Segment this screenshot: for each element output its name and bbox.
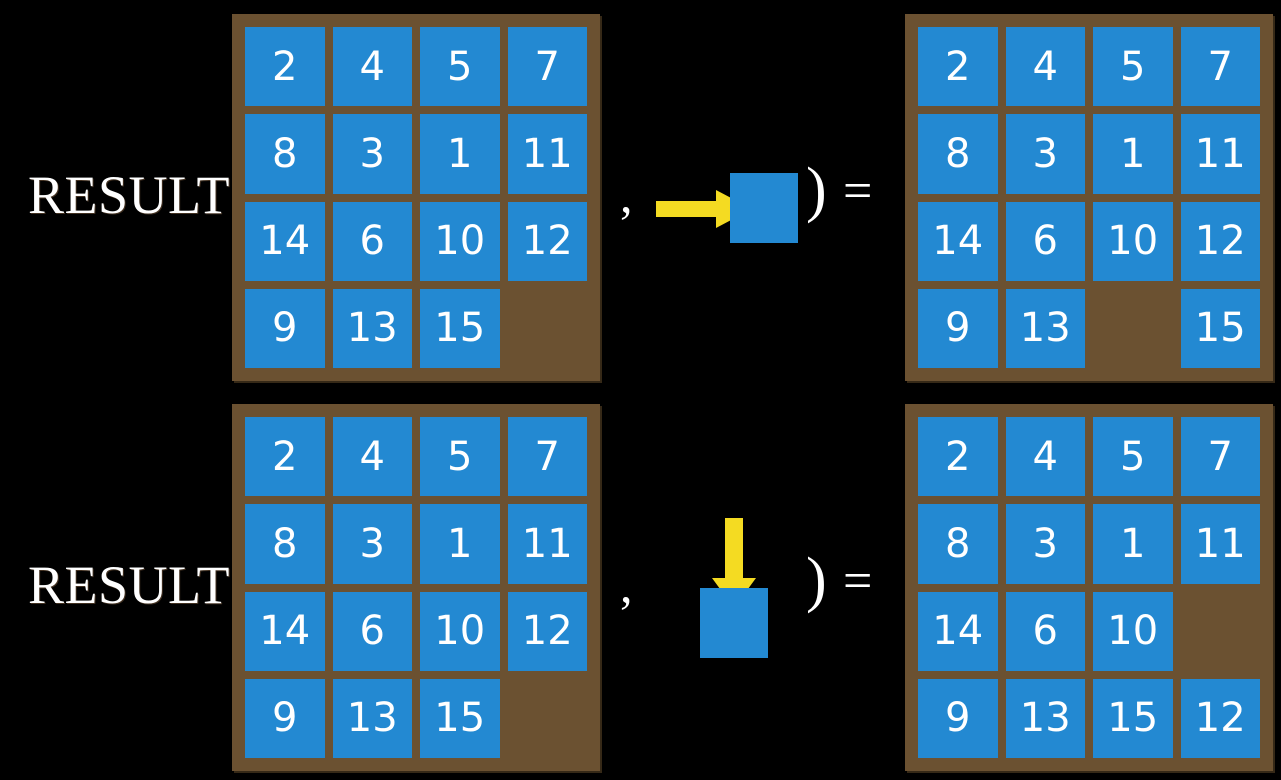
tile[interactable]: 15 [420, 678, 500, 758]
tile[interactable]: 1 [1093, 114, 1173, 194]
tile[interactable]: 3 [332, 114, 412, 194]
tile[interactable]: 9 [245, 678, 325, 758]
equals-sign: = [843, 162, 873, 220]
tile[interactable]: 12 [1180, 201, 1260, 281]
tile[interactable]: 11 [1180, 114, 1260, 194]
arrow-down-icon [712, 518, 756, 608]
tile[interactable]: 9 [245, 288, 325, 368]
tile[interactable]: 6 [332, 591, 412, 671]
tile[interactable]: 1 [420, 504, 500, 584]
tile[interactable]: 3 [1005, 504, 1085, 584]
tile[interactable]: 10 [420, 591, 500, 671]
tile[interactable]: 9 [918, 678, 998, 758]
equation-row-bottom: RESULT( 2 4 5 7 8 3 1 11 14 6 10 12 9 13… [0, 390, 1281, 780]
tile[interactable]: 7 [1180, 417, 1260, 497]
output-state-top: 2 4 5 7 8 3 1 11 14 6 10 12 9 13 15 [905, 14, 1273, 381]
tile[interactable]: 13 [332, 678, 412, 758]
equals-sign: = [843, 552, 873, 610]
result-label-bottom: RESULT( [28, 555, 249, 615]
tile[interactable]: 6 [1005, 591, 1085, 671]
tile[interactable]: 8 [918, 114, 998, 194]
tile[interactable]: 2 [245, 417, 325, 497]
tile[interactable]: 12 [507, 591, 587, 671]
comma-separator: , [620, 557, 633, 613]
tile-blank [1181, 592, 1261, 671]
tile[interactable]: 11 [507, 504, 587, 584]
tile[interactable]: 8 [245, 114, 325, 194]
tile[interactable]: 12 [1180, 678, 1260, 758]
input-grid-bottom: 2 4 5 7 8 3 1 11 14 6 10 12 9 13 15 [245, 417, 587, 758]
tile[interactable]: 12 [507, 201, 587, 281]
output-grid-top: 2 4 5 7 8 3 1 11 14 6 10 12 9 13 15 [918, 27, 1260, 368]
input-grid-top: 2 4 5 7 8 3 1 11 14 6 10 12 9 13 15 [245, 27, 587, 368]
tile[interactable]: 6 [1005, 201, 1085, 281]
tile[interactable]: 15 [420, 288, 500, 368]
tile[interactable]: 5 [1093, 27, 1173, 107]
tile[interactable]: 14 [245, 591, 325, 671]
tile[interactable]: 5 [420, 417, 500, 497]
close-paren: ) [806, 546, 827, 615]
equation-row-top: RESULT( 2 4 5 7 8 3 1 11 14 6 10 12 9 13… [28, 0, 1273, 390]
tile[interactable]: 3 [1005, 114, 1085, 194]
tile[interactable]: 13 [332, 288, 412, 368]
output-grid-bottom: 2 4 5 7 8 3 1 11 14 6 10 9 13 15 12 [918, 417, 1260, 758]
tile[interactable]: 4 [1005, 27, 1085, 107]
arrow-right-icon [656, 190, 752, 228]
tile[interactable]: 6 [332, 201, 412, 281]
tile[interactable]: 1 [420, 114, 500, 194]
input-state-top: 2 4 5 7 8 3 1 11 14 6 10 12 9 13 15 [232, 14, 600, 381]
tile[interactable]: 7 [1180, 27, 1260, 107]
tile[interactable]: 13 [1005, 678, 1085, 758]
tile[interactable]: 5 [420, 27, 500, 107]
tile[interactable]: 7 [507, 27, 587, 107]
tile[interactable]: 1 [1093, 504, 1173, 584]
tile[interactable]: 3 [332, 504, 412, 584]
tile[interactable]: 15 [1093, 678, 1173, 758]
tile-blank [1093, 289, 1173, 368]
tile[interactable]: 4 [1005, 417, 1085, 497]
result-label-top: RESULT( [28, 165, 249, 225]
action-move-down [640, 390, 910, 780]
tile[interactable]: 10 [1093, 591, 1173, 671]
output-state-bottom: 2 4 5 7 8 3 1 11 14 6 10 9 13 15 12 [905, 404, 1273, 771]
tile[interactable]: 11 [507, 114, 587, 194]
comma-separator: , [620, 167, 633, 223]
tile[interactable]: 4 [332, 417, 412, 497]
action-move-right [640, 0, 910, 390]
tile[interactable]: 10 [420, 201, 500, 281]
tile[interactable]: 15 [1180, 288, 1260, 368]
tile[interactable]: 11 [1180, 504, 1260, 584]
moving-tile[interactable] [700, 588, 768, 658]
input-state-bottom: 2 4 5 7 8 3 1 11 14 6 10 12 9 13 15 [232, 404, 600, 771]
tile[interactable]: 9 [918, 288, 998, 368]
tile[interactable]: 7 [507, 417, 587, 497]
tile[interactable]: 14 [245, 201, 325, 281]
close-paren: ) [806, 156, 827, 225]
tile[interactable]: 10 [1093, 201, 1173, 281]
tile[interactable]: 5 [1093, 417, 1173, 497]
tile[interactable]: 8 [245, 504, 325, 584]
tile-blank [508, 679, 588, 758]
tile[interactable]: 2 [918, 417, 998, 497]
tile-blank [508, 289, 588, 368]
tile[interactable]: 14 [918, 591, 998, 671]
tile[interactable]: 4 [332, 27, 412, 107]
tile[interactable]: 8 [918, 504, 998, 584]
tile[interactable]: 13 [1005, 288, 1085, 368]
tile[interactable]: 2 [918, 27, 998, 107]
tile[interactable]: 2 [245, 27, 325, 107]
moving-tile[interactable] [730, 173, 798, 243]
tile[interactable]: 14 [918, 201, 998, 281]
